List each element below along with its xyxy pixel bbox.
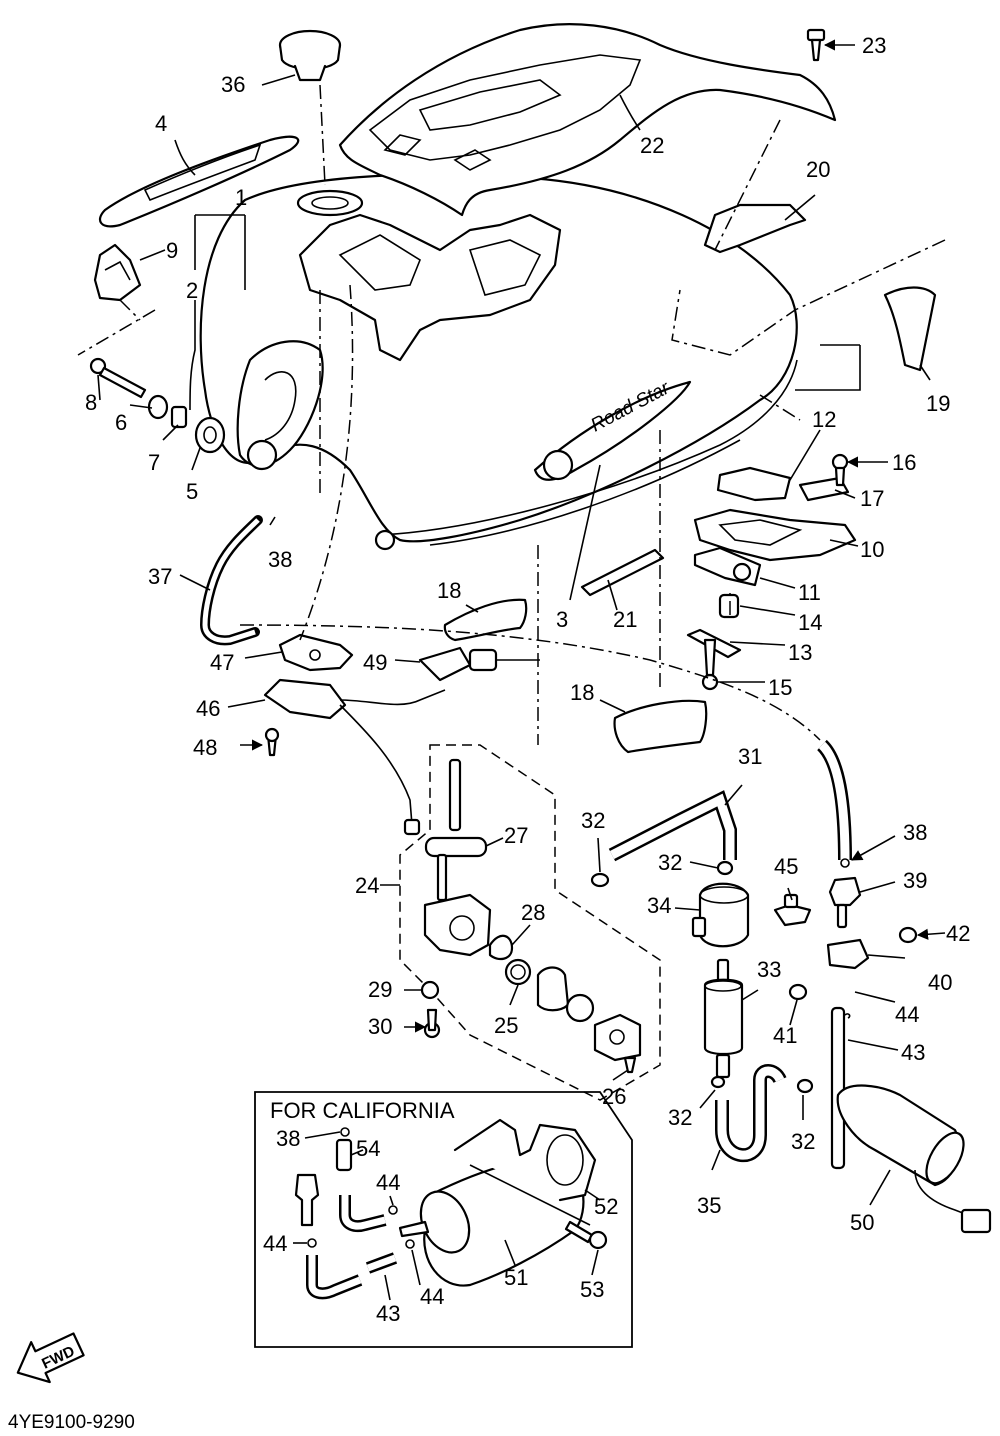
callout-38c: 38: [276, 1126, 300, 1151]
part-23-bolt: [806, 28, 826, 62]
callout-18a: 18: [437, 578, 461, 603]
callout-38b: 38: [903, 820, 927, 845]
callout-32a: 32: [581, 808, 605, 833]
callout-30: 30: [368, 1014, 392, 1039]
callout-27: 27: [504, 823, 528, 848]
callout-49: 49: [363, 650, 387, 675]
callout-7: 7: [148, 450, 160, 475]
part-37-hose: [200, 515, 263, 646]
fuel-tank: Road Star: [199, 173, 798, 551]
callout-43b: 43: [376, 1301, 400, 1326]
leader-lines: [97, 39, 946, 1301]
fwd-arrow: FWD: [16, 1332, 85, 1384]
part-19-cover: [883, 286, 937, 372]
part-21-pad: [580, 548, 665, 597]
callout-35: 35: [697, 1193, 721, 1218]
part-9-bracket: [93, 243, 142, 302]
callout-19: 19: [926, 391, 950, 416]
callout-20: 20: [806, 157, 830, 182]
part-4-emblem: [98, 135, 300, 228]
callout-labels: 1 2 3 4 5 6 7 8 9 10 11 12 13 14 15 16 1…: [85, 33, 970, 1326]
california-inset: FOR CALIFORNIA: [254, 1091, 633, 1348]
callout-44a: 44: [895, 1002, 919, 1027]
part-20-bracket: [703, 203, 807, 254]
callout-39: 39: [903, 868, 927, 893]
callout-8: 8: [85, 390, 97, 415]
part-22-tank-cover: [338, 23, 837, 217]
drawing-code: 4YE9100-9290: [8, 1412, 135, 1433]
callout-32c: 32: [668, 1105, 692, 1130]
callout-18b: 18: [570, 680, 594, 705]
routing-lines: [77, 84, 946, 745]
fuel-sender-set: [263, 633, 540, 836]
callout-45: 45: [774, 854, 798, 879]
callout-33: 33: [757, 957, 781, 982]
callout-54: 54: [356, 1136, 380, 1161]
callout-2: 2: [186, 278, 198, 303]
callout-25: 25: [494, 1013, 518, 1038]
callout-31: 31: [738, 744, 762, 769]
callout-29: 29: [368, 977, 392, 1002]
callout-32b: 32: [658, 850, 682, 875]
callout-51: 51: [504, 1265, 528, 1290]
part-31-hose: [608, 790, 737, 862]
fuel-pump-line: [590, 860, 814, 1162]
callout-53: 53: [580, 1277, 604, 1302]
callout-47: 47: [210, 650, 234, 675]
callout-37: 37: [148, 564, 172, 589]
callout-15: 15: [768, 675, 792, 700]
inset-title: FOR CALIFORNIA: [270, 1098, 455, 1123]
callout-4: 4: [155, 111, 167, 136]
callout-14: 14: [798, 610, 822, 635]
callout-17: 17: [860, 486, 884, 511]
callout-38a: 38: [268, 547, 292, 572]
part-18-pad-lower: [613, 699, 708, 754]
callout-6: 6: [115, 410, 127, 435]
callout-40: 40: [928, 970, 952, 995]
callout-32d: 32: [791, 1129, 815, 1154]
callout-28: 28: [521, 900, 545, 925]
callout-13: 13: [788, 640, 812, 665]
callout-36: 36: [221, 72, 245, 97]
callout-44b: 44: [376, 1170, 400, 1195]
part-24-fuel-cock-assy: [399, 744, 661, 1101]
mounting-bolt-set: [89, 357, 226, 454]
callout-21: 21: [613, 607, 637, 632]
callout-44c: 44: [263, 1231, 287, 1256]
callout-41: 41: [773, 1023, 797, 1048]
part-50-fuel-filter: [836, 1084, 992, 1234]
callout-9: 9: [166, 238, 178, 263]
callout-11: 11: [798, 580, 821, 605]
right-bracket-set: [686, 453, 857, 691]
callout-34: 34: [647, 893, 671, 918]
callout-43a: 43: [901, 1040, 925, 1065]
callout-42: 42: [946, 921, 970, 946]
callout-26: 26: [602, 1084, 626, 1109]
callout-1: 1: [235, 185, 247, 210]
callout-24: 24: [355, 873, 379, 898]
callout-46: 46: [196, 696, 220, 721]
callout-12: 12: [812, 407, 836, 432]
callout-5: 5: [186, 479, 198, 504]
callout-44d: 44: [420, 1284, 444, 1309]
callout-48: 48: [193, 735, 217, 760]
callout-16: 16: [892, 450, 916, 475]
callout-50: 50: [850, 1210, 874, 1235]
callout-22: 22: [640, 133, 664, 158]
part-18-pad-upper: [443, 598, 528, 642]
right-hose-set: [773, 739, 918, 1170]
callout-52: 52: [594, 1194, 618, 1219]
callout-10: 10: [860, 537, 884, 562]
part-36-filler-cap: [278, 29, 342, 82]
callout-3: 3: [556, 607, 568, 632]
callout-23: 23: [862, 33, 886, 58]
